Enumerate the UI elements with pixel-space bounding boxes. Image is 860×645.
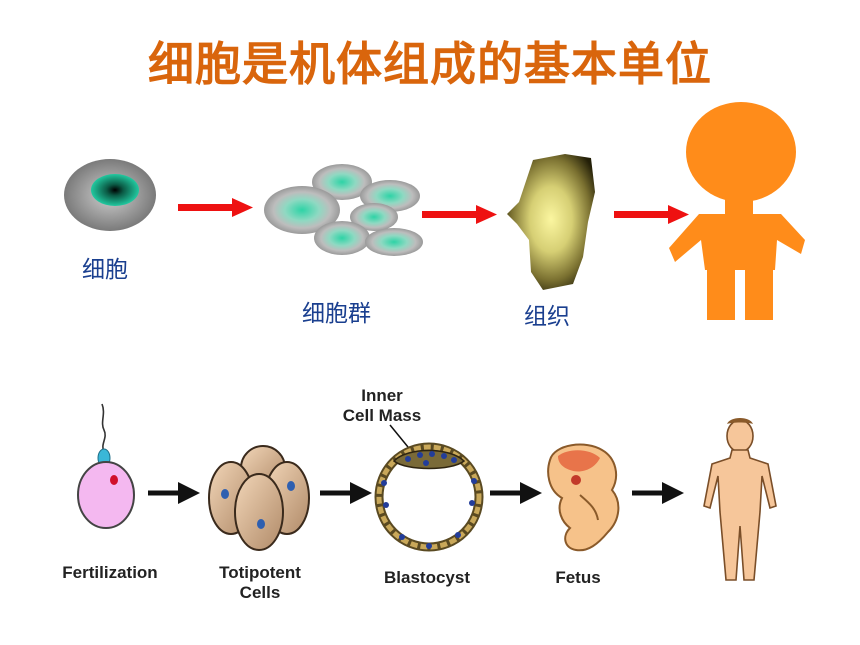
tissue-illustration (507, 154, 595, 290)
blastocyst-illustration (374, 424, 484, 552)
black-arrow-2 (320, 482, 372, 504)
black-arrow-1 (148, 482, 200, 504)
cell-group-label: 细胞群 (302, 301, 371, 327)
red-arrow-1 (178, 198, 253, 217)
blastocyst-label: Blastocyst (384, 568, 470, 587)
inner-cell-mass-line1: Inner (361, 386, 403, 405)
totipotent-cells-label: Totipotent Cells (200, 563, 320, 603)
totipotent-label-line1: Totipotent (219, 563, 301, 582)
adult-human-illustration (703, 418, 777, 581)
page-title: 细胞是机体组成的基本单位 (148, 37, 712, 91)
red-arrow-3 (614, 205, 689, 224)
black-arrow-4 (632, 482, 684, 504)
fetus-illustration (547, 443, 620, 552)
fertilization-label: Fertilization (62, 563, 158, 582)
inner-cell-mass-line2: Cell Mass (342, 406, 422, 425)
fetus-label: Fetus (555, 568, 601, 587)
totipotent-label-line2: Cells (239, 583, 281, 602)
black-arrow-3 (490, 482, 542, 504)
fertilization-egg-illustration (77, 403, 135, 529)
cell-group-illustration (264, 164, 423, 256)
red-arrow-2 (422, 205, 497, 224)
human-silhouette-icon (669, 102, 805, 320)
tissue-label: 组织 (524, 304, 570, 330)
single-cell-illustration (64, 159, 156, 231)
inner-cell-mass-label: Inner Cell Mass (322, 386, 442, 426)
totipotent-cells-illustration (208, 445, 310, 551)
cell-label: 细胞 (82, 257, 128, 283)
